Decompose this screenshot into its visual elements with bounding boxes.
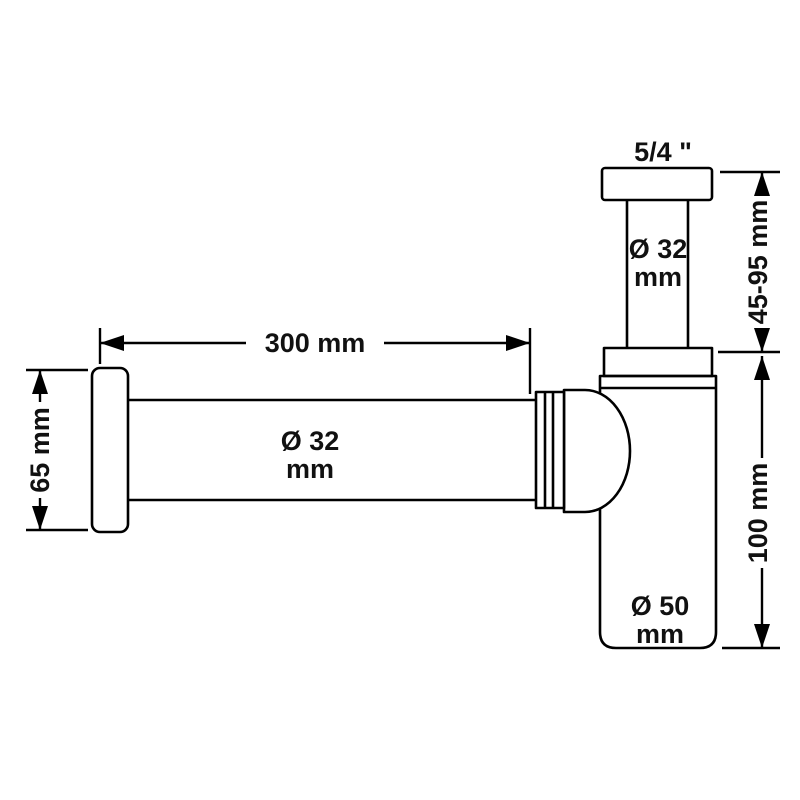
riser-diameter-label-line1: Ø 32	[629, 234, 688, 264]
arrowhead-down	[32, 506, 48, 530]
riser-diameter-label-line2: mm	[634, 262, 682, 292]
arrowhead-up	[754, 172, 770, 196]
arrowhead-left	[100, 335, 124, 351]
label-backing	[742, 458, 776, 568]
label-backing	[742, 196, 776, 328]
dimension-flange-height: 65 mm	[22, 368, 88, 532]
inlet-diameter-label-line1: Ø 32	[281, 426, 340, 456]
thread-size-label: 5/4 "	[634, 137, 692, 167]
locking-collar	[602, 346, 714, 378]
dimension-body-height: 100 mm	[722, 356, 780, 650]
label-backing	[246, 324, 384, 362]
trap-body	[598, 374, 718, 650]
flange-height-label: 65 mm	[25, 407, 55, 493]
wall-flange	[90, 366, 130, 534]
arrowhead-down	[754, 328, 770, 352]
inlet-length-label: 300 mm	[265, 328, 366, 358]
label-backing	[22, 402, 58, 498]
dimension-height-adjust: 45-95 mm	[718, 170, 780, 354]
arrowhead-right	[506, 335, 530, 351]
body-diameter-label-line1: Ø 50	[631, 591, 690, 621]
arrowhead-up	[754, 356, 770, 380]
arrowhead-down	[754, 624, 770, 648]
body-diameter-label-line2: mm	[636, 619, 684, 649]
body-height-label: 100 mm	[743, 463, 773, 564]
trap-outline	[90, 166, 718, 650]
inlet-diameter-label-line2: mm	[286, 454, 334, 484]
arrowhead-up	[32, 370, 48, 394]
height-adjust-label: 45-95 mm	[743, 200, 773, 325]
compression-nut	[534, 390, 566, 510]
dimension-inlet-length: 300 mm	[98, 324, 532, 394]
elbow	[562, 388, 632, 514]
top-flange	[600, 166, 714, 202]
